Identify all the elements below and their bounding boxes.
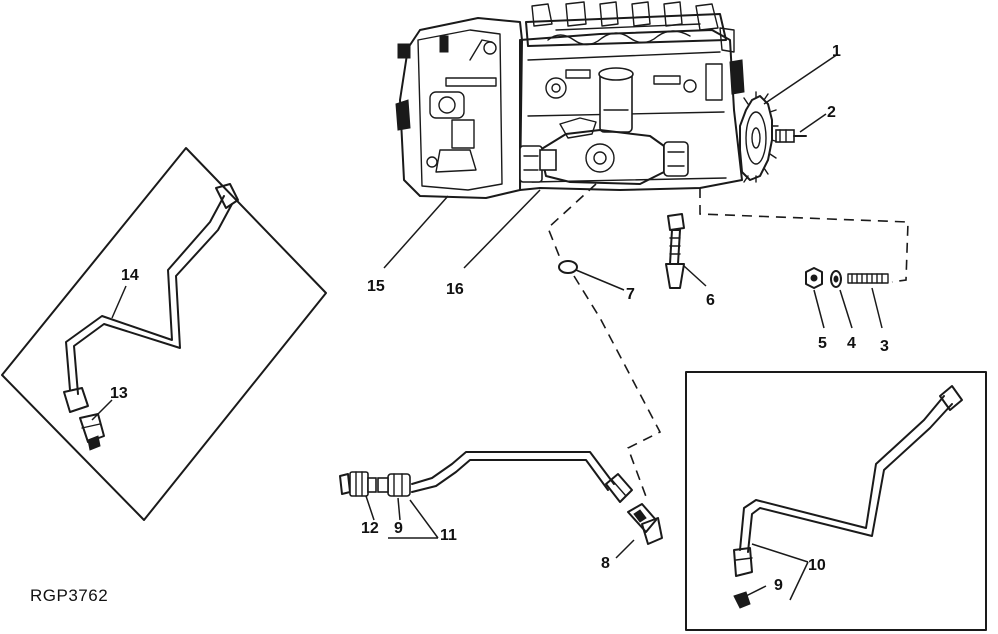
callout-11: 11	[440, 527, 457, 544]
fuel-fitting-part-6	[665, 213, 685, 289]
callout-14: 14	[121, 267, 139, 284]
assembly-dash-stud	[699, 188, 909, 283]
connector-part-12	[339, 471, 377, 497]
callout-9-inset: 9	[774, 577, 783, 594]
pump-oil-filter	[598, 67, 634, 133]
callout-15: 15	[367, 278, 385, 295]
figure-code: RGP3762	[30, 586, 108, 605]
stud-part-3	[847, 273, 889, 284]
fuel-line-assembly	[377, 451, 633, 503]
callout-1: 1	[832, 43, 841, 60]
o-ring-part-7	[558, 260, 578, 274]
callout-9-line: 9	[394, 520, 403, 537]
callout-13: 13	[110, 385, 128, 402]
assembly-dash-fuel-line	[547, 183, 662, 503]
leader-lines	[91, 53, 883, 601]
inset-left	[1, 147, 327, 521]
callout-labels: 1 2 3 4 5 6 7 8 9 9 10 11 12 13 14 15 16	[110, 43, 889, 594]
elbow-part-8	[627, 503, 663, 545]
callout-12: 12	[361, 520, 379, 537]
callout-5: 5	[818, 335, 827, 352]
injection-pump-assembly	[395, 1, 807, 199]
inset-right	[685, 371, 987, 631]
callout-10: 10	[808, 557, 826, 574]
callout-2: 2	[827, 104, 836, 121]
callout-16: 16	[446, 281, 464, 298]
washer-part-4	[830, 270, 842, 288]
drive-gear-bolt	[775, 129, 807, 143]
callout-4: 4	[847, 335, 856, 352]
nut-part-5	[805, 267, 823, 289]
drive-gear	[739, 91, 779, 183]
callout-8: 8	[601, 555, 610, 572]
callout-6: 6	[706, 292, 715, 309]
callout-3: 3	[880, 338, 889, 355]
callout-7: 7	[626, 286, 635, 303]
transfer-pump-housing	[519, 117, 689, 185]
delivery-valve-holders	[525, 1, 735, 53]
